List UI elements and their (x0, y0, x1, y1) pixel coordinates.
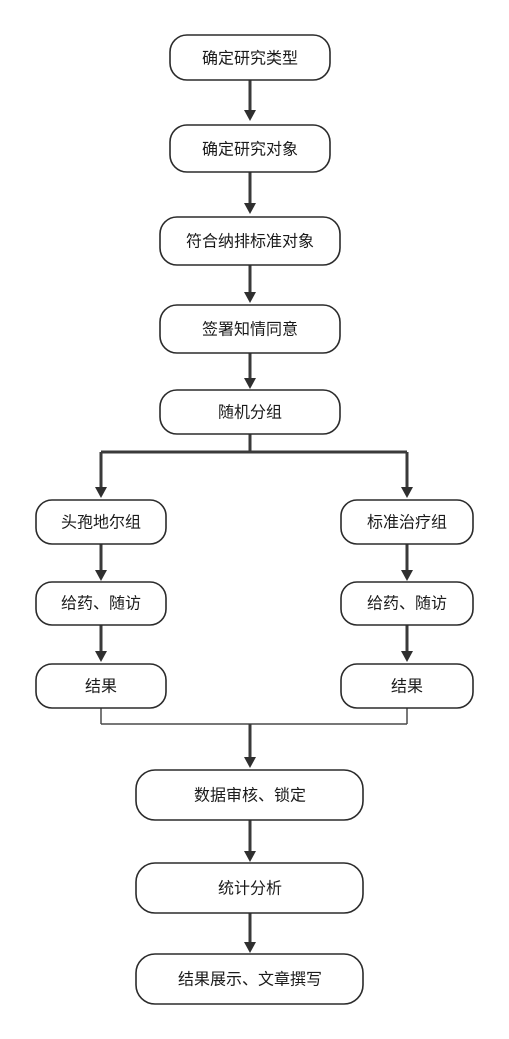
node-label: 头孢地尔组 (61, 513, 141, 532)
node-criteria: 符合纳排标准对象 (159, 216, 341, 266)
arrowhead (244, 378, 256, 389)
node-report: 结果展示、文章撰写 (135, 953, 364, 1005)
arrowhead (95, 651, 107, 662)
arrowhead (401, 651, 413, 662)
arrowhead (244, 292, 256, 303)
node-data-audit: 数据审核、锁定 (135, 769, 364, 821)
node-follow-right: 给药、随访 (340, 581, 474, 626)
arrowhead (244, 110, 256, 121)
node-label: 统计分析 (218, 879, 282, 898)
node-consent: 签署知情同意 (159, 304, 341, 354)
node-research-type: 确定研究类型 (169, 34, 331, 81)
node-randomization: 随机分组 (159, 389, 341, 435)
node-label: 随机分组 (218, 403, 282, 422)
node-label: 符合纳排标准对象 (186, 232, 314, 251)
node-statistics: 统计分析 (135, 862, 364, 914)
node-result-right: 结果 (340, 663, 474, 709)
node-group-right: 标准治疗组 (340, 499, 474, 545)
node-label: 结果 (391, 677, 423, 696)
node-label: 给药、随访 (61, 594, 141, 613)
node-research-subject: 确定研究对象 (169, 124, 331, 173)
arrowhead (244, 851, 256, 862)
arrowhead (244, 203, 256, 214)
arrowhead (95, 570, 107, 581)
arrowhead (401, 487, 413, 498)
node-label: 确定研究对象 (202, 140, 298, 159)
node-label: 结果 (85, 677, 117, 696)
node-label: 确定研究类型 (202, 49, 298, 68)
node-group-left: 头孢地尔组 (35, 499, 167, 545)
node-label: 结果展示、文章撰写 (178, 970, 322, 989)
connectors (95, 80, 413, 953)
node-label: 标准治疗组 (367, 513, 447, 532)
arrowhead (244, 757, 256, 768)
node-label: 给药、随访 (367, 594, 447, 613)
arrowhead (244, 942, 256, 953)
arrowhead (95, 487, 107, 498)
node-label: 数据审核、锁定 (194, 786, 306, 805)
node-follow-left: 给药、随访 (35, 581, 167, 626)
node-label: 签署知情同意 (202, 320, 298, 339)
node-result-left: 结果 (35, 663, 167, 709)
arrowhead (401, 570, 413, 581)
